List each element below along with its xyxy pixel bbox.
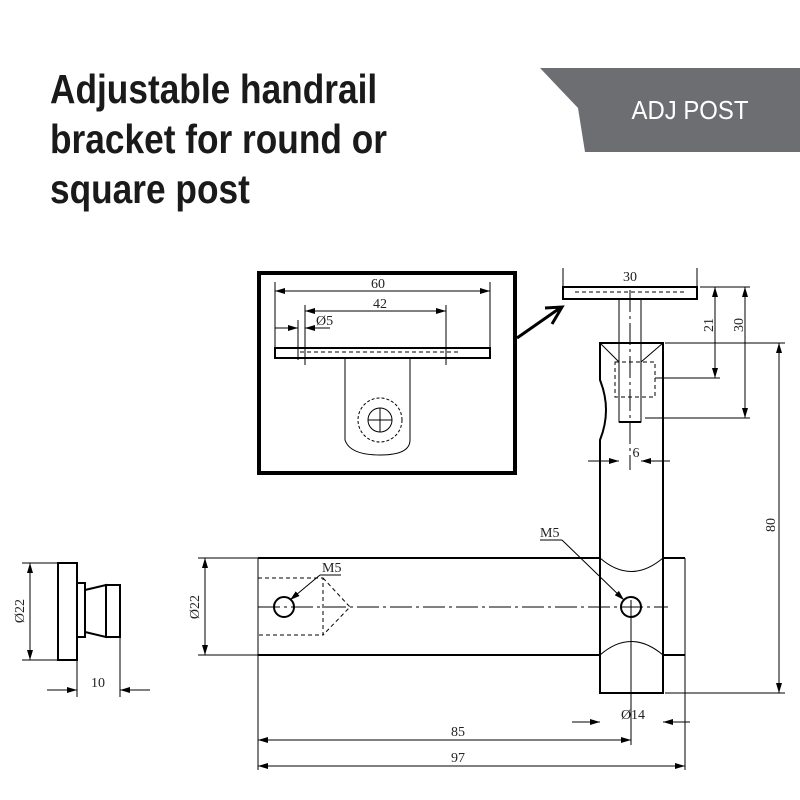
height-30-label: 30 (732, 318, 747, 332)
product-badge: ADJ POST (540, 68, 800, 152)
title-line-1: Adjustable handrail (50, 66, 378, 112)
title-line-3: square post (50, 166, 250, 212)
end-diameter-label: Ø22 (13, 599, 28, 623)
stem-width-label: 6 (633, 446, 640, 461)
post-diameter-label: Ø14 (621, 708, 645, 723)
inset-hole-spacing-label: 42 (373, 297, 387, 312)
end-view: Ø22 10 (13, 562, 150, 697)
pointer-arrow-icon (516, 305, 565, 340)
length-97-label: 97 (451, 751, 465, 766)
plate-width-label: 30 (623, 270, 637, 285)
height-21-label: 21 (702, 318, 717, 332)
thread-left-label: M5 (322, 561, 341, 576)
thread-right-label: M5 (540, 526, 559, 541)
inset-width-label: 60 (371, 277, 385, 292)
inset-hole-diameter-label: Ø5 (316, 314, 333, 329)
badge-shape (540, 68, 800, 152)
length-85-label: 85 (451, 725, 465, 740)
badge-label: ADJ POST (631, 95, 749, 125)
title-line-2: bracket for round or (50, 116, 387, 162)
side-view: M5 M5 Ø22 Ø14 85 97 (188, 526, 690, 770)
page-title: Adjustable handrail bracket for round or… (50, 64, 387, 214)
end-depth-label: 10 (91, 676, 105, 691)
top-view: 30 21 30 80 6 (562, 268, 785, 694)
arm-diameter-label: Ø22 (188, 595, 203, 619)
post-height-label: 80 (764, 518, 779, 532)
inset-detail: 60 42 Ø5 (257, 271, 517, 475)
